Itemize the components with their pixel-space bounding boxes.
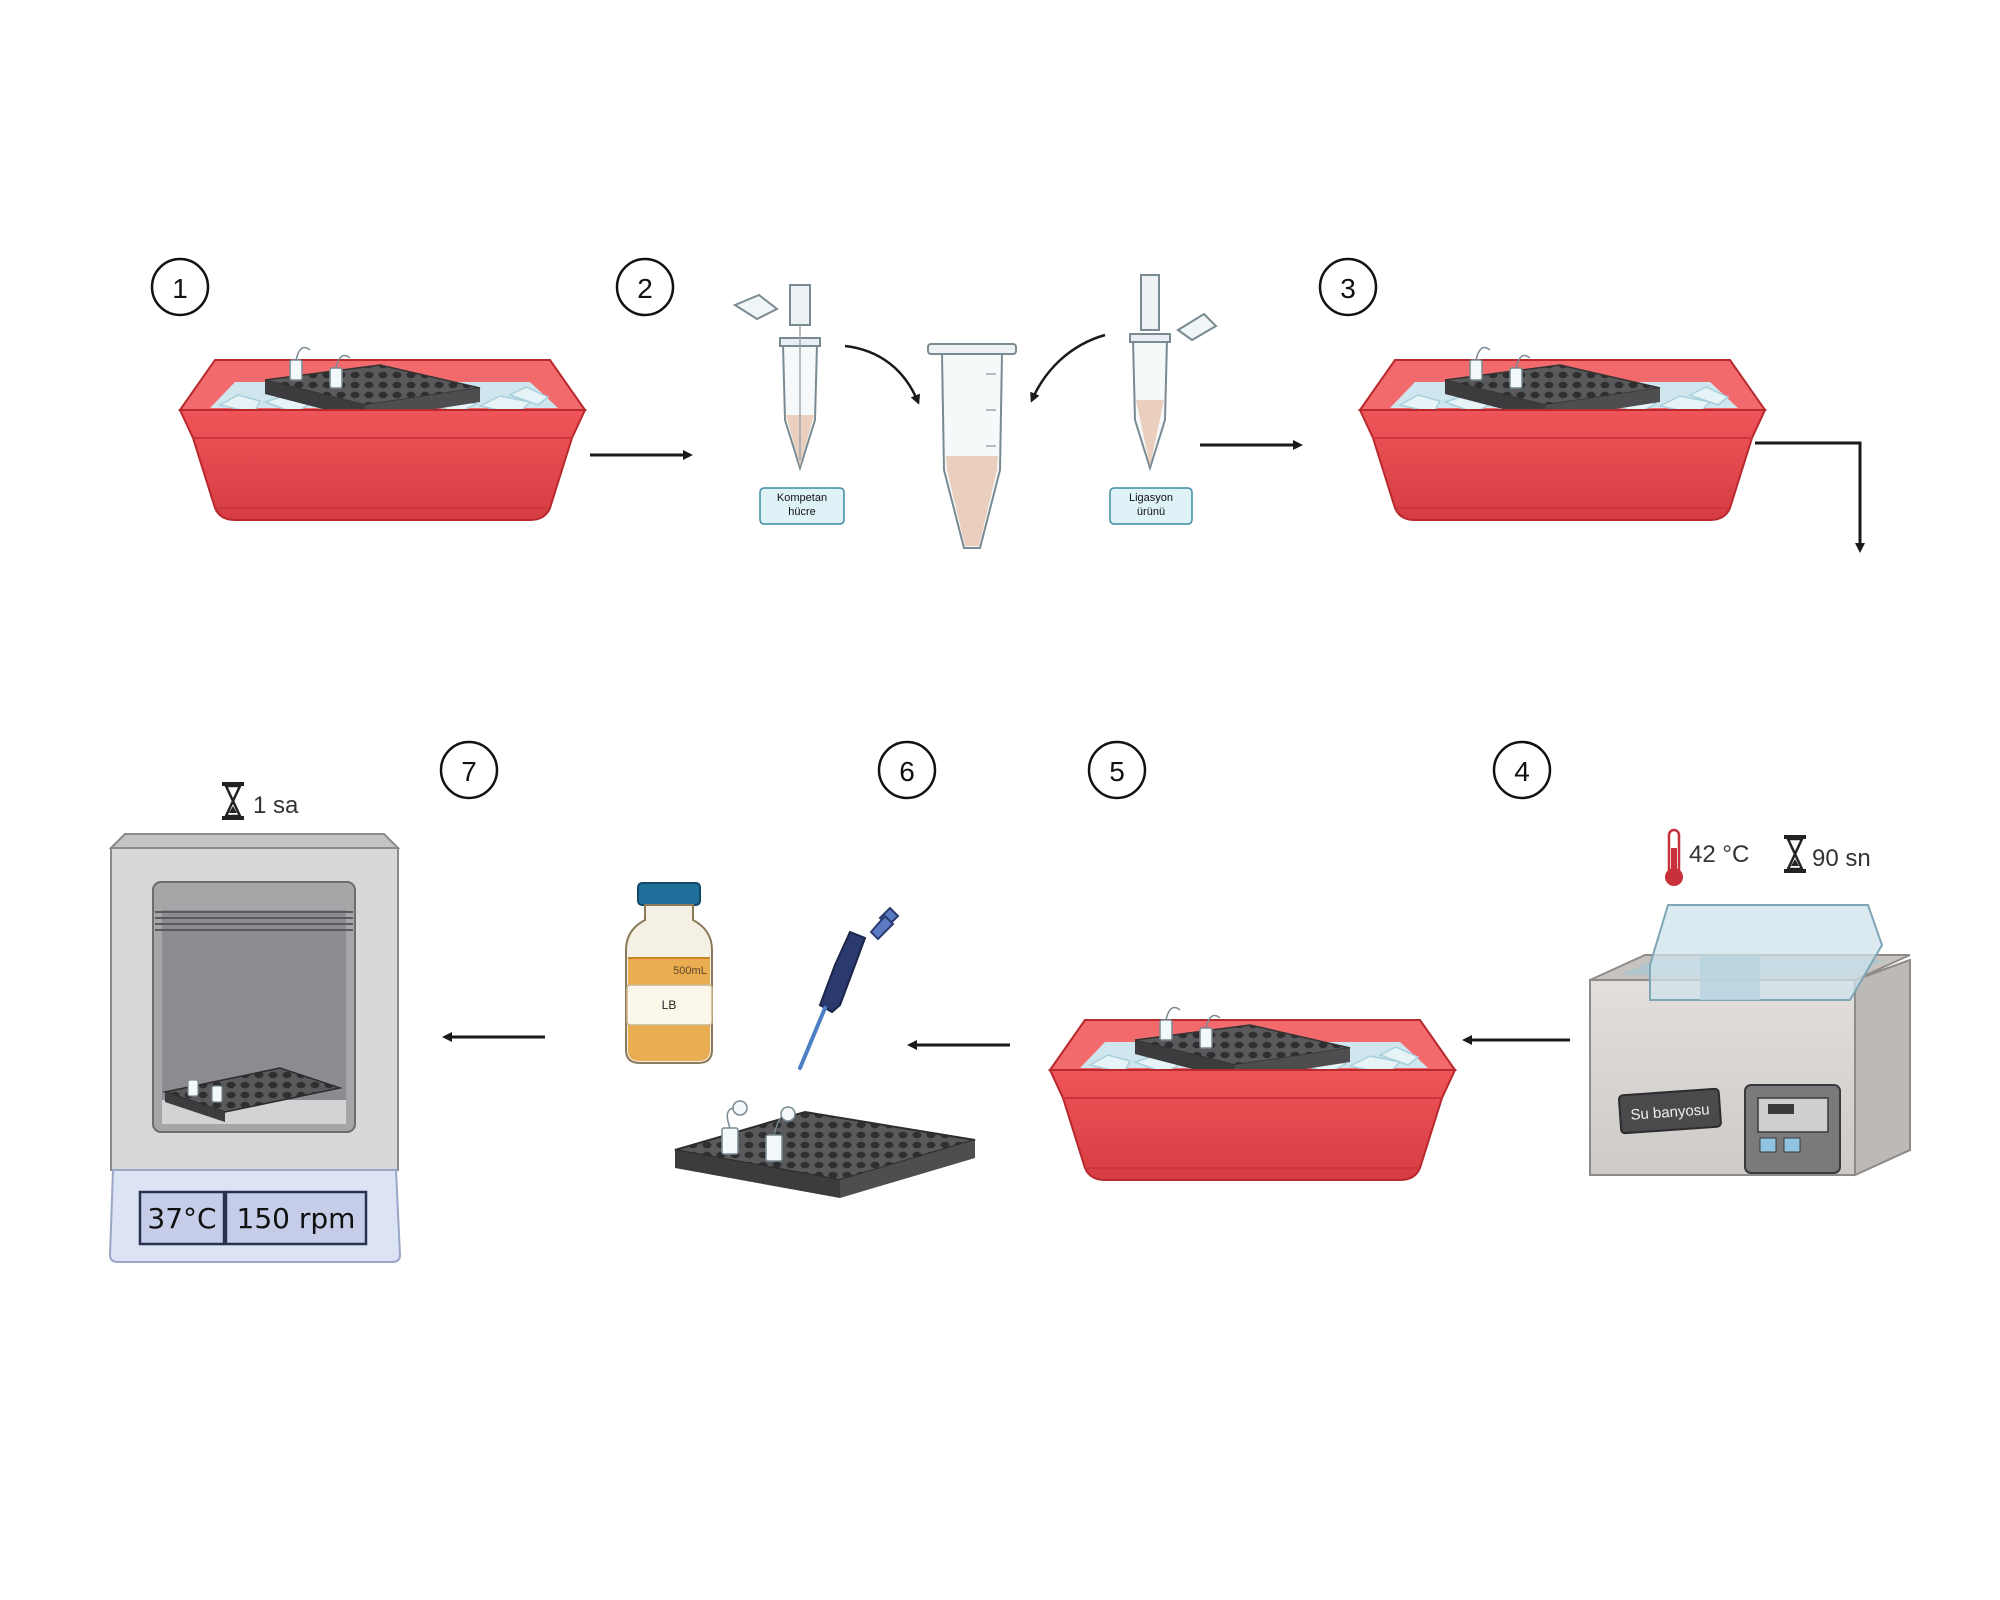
competent-cell-label-line-1: Kompetan — [777, 492, 827, 504]
water-bath-plate: Su banyosu — [1617, 1087, 1722, 1135]
ligation-product-label-line-1: Ligasyon — [1129, 492, 1173, 504]
water-bath-label: Su banyosu — [1630, 1101, 1710, 1123]
competent-cell-label: Kompetan hücre — [759, 487, 845, 525]
arrow-3-to-4 — [1755, 441, 1865, 553]
step-2-marker: 2 — [615, 257, 675, 317]
step-5-marker: 5 — [1087, 740, 1147, 800]
step-6-marker: 6 — [877, 740, 937, 800]
water-bath-control-panel — [1744, 1084, 1841, 1174]
curved-arrow-left — [844, 344, 920, 405]
step-6-number: 6 — [899, 756, 915, 787]
bottle-label: LB — [662, 998, 677, 1012]
incubation-duration: 1 sa — [253, 792, 299, 819]
step-7-number: 7 — [461, 756, 477, 787]
heat-conditions: 42 °C 90 sn — [1665, 828, 1871, 886]
tube-rack — [674, 1100, 976, 1198]
incubator-speed: 150 rpm — [237, 1202, 356, 1235]
ice-tray-step-3 — [1359, 346, 1766, 521]
ice-tray-step-5 — [1049, 1006, 1456, 1181]
ice-tray-step-1 — [179, 346, 586, 521]
incubator-temperature: 37°C — [147, 1202, 216, 1235]
lb-bottle: 500mL LB — [625, 882, 713, 1064]
shaking-incubator: 37°C 150 rpm — [108, 833, 402, 1263]
heat-duration: 90 sn — [1812, 845, 1871, 872]
water-bath: Su banyosu — [1589, 904, 1911, 1177]
hourglass-icon — [1782, 833, 1808, 875]
step-5-number: 5 — [1109, 756, 1125, 787]
ligation-product-label-line-2: ürünü — [1137, 506, 1165, 518]
micropipette — [798, 906, 900, 1070]
step-1-marker: 1 — [150, 257, 210, 317]
step-4-marker: 4 — [1492, 740, 1552, 800]
ligation-product-tube — [1129, 274, 1218, 472]
thermometer-icon — [1665, 828, 1683, 886]
ligation-product-label: Ligasyon ürünü — [1109, 487, 1193, 525]
competent-cell-label-line-2: hücre — [788, 506, 816, 518]
step-1-number: 1 — [172, 273, 188, 304]
step-7-marker: 7 — [439, 740, 499, 800]
hourglass-icon — [220, 780, 246, 822]
bottle-volume: 500mL — [673, 965, 707, 977]
step-2-number: 2 — [637, 273, 653, 304]
step-4-number: 4 — [1514, 756, 1530, 787]
step-3-number: 3 — [1340, 273, 1356, 304]
step-3-marker: 3 — [1318, 257, 1378, 317]
competent-cell-tube — [732, 284, 821, 472]
curved-arrow-right — [1030, 333, 1106, 403]
mixing-tube — [927, 343, 1017, 549]
heat-temperature: 42 °C — [1689, 841, 1749, 868]
incubation-time: 1 sa — [220, 780, 299, 822]
